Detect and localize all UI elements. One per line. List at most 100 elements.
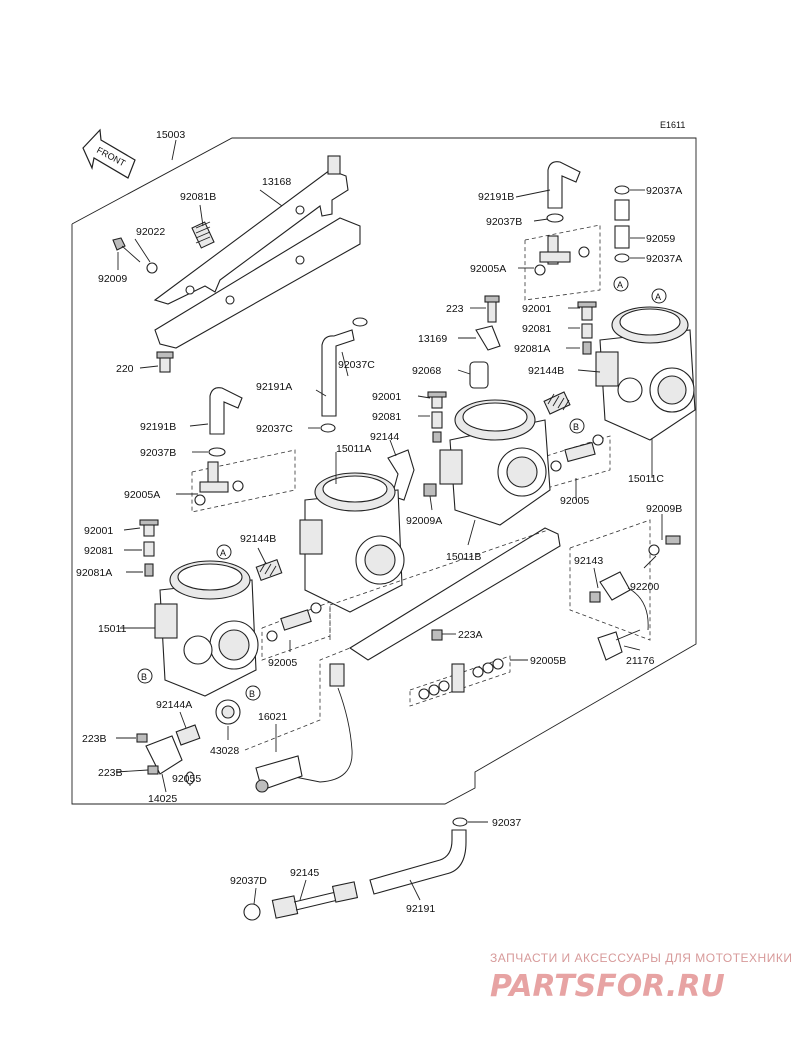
callout-b-1: B [569, 418, 585, 434]
nut-92009a [423, 483, 437, 497]
label-92144: 92144 [370, 431, 399, 443]
label-13168: 13168 [262, 176, 291, 188]
label-223a: 223A [458, 629, 483, 641]
label-92081a-right: 92081A [514, 343, 550, 355]
spring-92081-right [581, 323, 593, 339]
clamp-92037a-2 [614, 253, 630, 263]
svg-text:B: B [141, 672, 147, 682]
hose-92059 [614, 199, 630, 249]
screw-92001-right [577, 301, 597, 321]
label-92009a: 92009A [406, 515, 442, 527]
label-92005b: 92005B [530, 655, 566, 667]
label-92081-left: 92081 [84, 545, 113, 557]
label-92037b-top: 92037B [486, 216, 522, 228]
label-92055: 92055 [172, 773, 201, 785]
screw-223b-1 [136, 733, 148, 743]
label-92001-right: 92001 [522, 303, 551, 315]
label-92191: 92191 [406, 903, 435, 915]
svg-text:A: A [655, 292, 661, 302]
screw-223 [484, 295, 500, 323]
fitting-92005a-top [524, 224, 601, 301]
label-16021: 16021 [258, 711, 287, 723]
callout-a-3: A [216, 544, 232, 560]
screw-223b-2 [147, 765, 159, 775]
watermark-logo: PARTSFOR.RU [490, 969, 725, 1004]
label-92037c-1: 92037C [338, 359, 375, 371]
label-43028: 43028 [210, 745, 239, 757]
svg-text:A: A [220, 548, 226, 558]
watermark-tagline: ЗАПЧАСТИ И АКСЕССУАРЫ ДЛЯ МОТОТЕХНИКИ [490, 951, 792, 965]
label-15011b: 15011B [446, 551, 481, 563]
watermark: ЗАПЧАСТИ И АКСЕССУАРЫ ДЛЯ МОТОТЕХНИКИ PA… [490, 951, 792, 1004]
label-92081-right: 92081 [522, 323, 551, 335]
clamp-92037b-left [208, 447, 226, 457]
sensor-group [569, 519, 681, 661]
cover-14025 [145, 735, 183, 775]
label-92200: 92200 [630, 581, 659, 593]
fitting-92005a-left [191, 449, 296, 513]
oring-92081a-left [144, 563, 154, 577]
hose-92191b-left [209, 387, 243, 435]
label-92022: 92022 [136, 226, 165, 238]
washer-92022 [146, 262, 158, 274]
callout-b-3: B [245, 685, 261, 701]
label-92144b-mid: 92144B [240, 533, 276, 545]
callout-b-2: B [137, 668, 153, 684]
linkage-guide [329, 529, 549, 640]
hose-92191b-top [547, 161, 581, 209]
label-92191b-left: 92191B [140, 421, 176, 433]
clamp-92037c-2 [320, 423, 336, 433]
screw-92009 [112, 237, 141, 263]
clamp-92037c-1 [352, 317, 368, 327]
label-92001-left: 92001 [84, 525, 113, 537]
svg-text:B: B [249, 689, 255, 699]
spring-92144a [175, 724, 201, 746]
label-15011: 15011 [98, 623, 127, 635]
fitting-92005-right [539, 434, 611, 491]
label-92005a-top: 92005A [470, 263, 506, 275]
svg-text:B: B [573, 422, 579, 432]
screw-92001-left [139, 519, 159, 537]
label-223b-1: 223B [82, 733, 107, 745]
cap-92068 [469, 361, 489, 389]
label-92037c-2: 92037C [256, 423, 293, 435]
bracket-13168 [153, 155, 361, 349]
assembly-frame [71, 137, 697, 805]
clamp-92037d [243, 903, 261, 921]
label-92037a-2: 92037A [646, 253, 682, 265]
label-92037b-left: 92037B [140, 447, 176, 459]
part-labels: 15003 13168 92081B 92022 92009 220 92191… [76, 129, 682, 915]
svg-text:A: A [617, 280, 623, 290]
oring-92081a-right [582, 341, 592, 355]
carburetor-15011c [595, 306, 696, 441]
fitting-92005-mid [261, 601, 331, 661]
clamp-92037a-1 [614, 185, 630, 195]
bracket-13169 [475, 325, 501, 351]
spring-92081-mid [431, 411, 443, 429]
callout-a-1: A [613, 276, 629, 292]
leader-lines [115, 139, 663, 905]
throttle-linkage-bar [348, 527, 561, 661]
screw-220 [156, 351, 174, 373]
spring-92144b-mid [255, 558, 283, 582]
carburetor-15011a [299, 472, 405, 613]
carburetor-15011b [439, 399, 551, 526]
label-92005-mid: 92005 [268, 657, 297, 669]
label-92081a-left: 92081A [76, 567, 112, 579]
clamp-92037b-top [546, 213, 564, 223]
label-92037d: 92037D [230, 875, 267, 887]
fitting-92005b [409, 655, 511, 707]
spring-92081-left [143, 541, 155, 557]
label-92143: 92143 [574, 555, 603, 567]
label-92081b: 92081B [180, 191, 216, 203]
label-223b-2: 223B [98, 767, 123, 779]
label-92145: 92145 [290, 867, 319, 879]
spring-92144b-right [543, 391, 571, 415]
label-92144b-right: 92144B [528, 365, 564, 377]
label-92001-mid: 92001 [372, 391, 401, 403]
label-92009b: 92009B [646, 503, 682, 515]
label-92009: 92009 [98, 273, 127, 285]
label-92059: 92059 [646, 233, 675, 245]
